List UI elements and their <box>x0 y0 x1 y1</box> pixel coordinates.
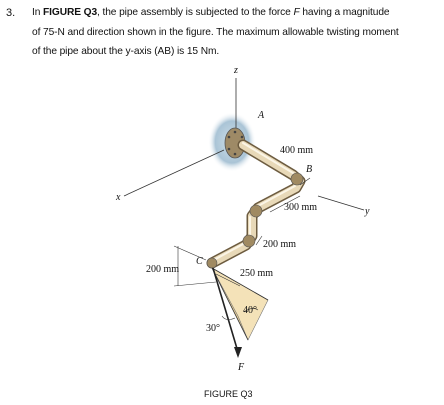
force-plane-edge <box>211 267 269 301</box>
figure-caption: FIGURE Q3 <box>204 389 253 399</box>
point-c-label: C <box>196 256 203 267</box>
dim-250-label: 250 mm <box>240 268 273 279</box>
coordinate-axes <box>123 78 365 211</box>
angle-40-label: 40° <box>243 305 257 316</box>
force-symbol: F <box>293 7 300 18</box>
question-number: 3. <box>6 7 16 19</box>
force-vector <box>212 267 239 353</box>
question-line-1-post: having a magnitude <box>299 7 390 18</box>
angle-30-label: 30° <box>206 323 220 334</box>
dim-200-right-label: 200 mm <box>263 239 296 250</box>
question-line-1-mid: , the pipe assembly is subjected to the … <box>97 7 294 18</box>
question-line-1-pre: In <box>32 7 44 18</box>
point-a-label: A <box>257 110 265 121</box>
axis-x-label: x <box>115 192 121 203</box>
point-b-label: B <box>306 164 312 175</box>
question-line-2: of 75-N and direction shown in the figur… <box>32 26 399 38</box>
question-line-1: In FIGURE Q3, the pipe assembly is subje… <box>32 3 440 23</box>
question-text: In FIGURE Q3, the pipe assembly is subje… <box>32 3 440 62</box>
figure-reference: FIGURE Q3 <box>43 7 98 18</box>
y-axis-line <box>317 195 365 211</box>
force-plane-edge-2 <box>211 267 249 341</box>
axis-z-label: z <box>233 65 238 76</box>
question-line-3: of the pipe about the y-axis (AB) is 15 … <box>32 46 220 57</box>
x-axis-line <box>123 149 225 197</box>
force-arrowhead <box>234 347 242 358</box>
dim-200-left-label: 200 mm <box>146 264 179 275</box>
axis-y-label: y <box>364 206 370 217</box>
dimension-lines <box>173 177 311 320</box>
force-label: F <box>237 362 245 373</box>
pipe-elbows <box>206 172 304 269</box>
dim-400-label: 400 mm <box>280 145 313 156</box>
dim-300-label: 300 mm <box>284 202 317 213</box>
